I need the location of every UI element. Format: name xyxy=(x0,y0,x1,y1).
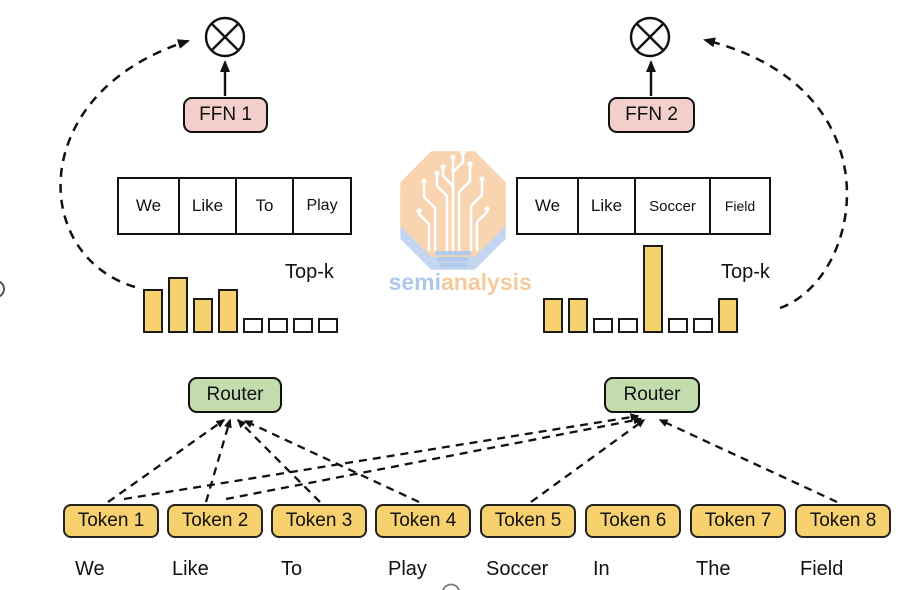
logo-circuit-tree xyxy=(417,153,489,252)
gate-weight-bar xyxy=(193,298,213,333)
watermark-analysis-text: analysis xyxy=(441,269,532,295)
token-word-4: Play xyxy=(388,558,427,580)
token-word-1: We xyxy=(75,558,105,580)
right-topk-label: Top-k xyxy=(721,261,770,283)
gate-weight-bar xyxy=(668,318,688,333)
ffn1-expert-box: FFN 1 xyxy=(183,97,268,133)
gate-weight-bar xyxy=(618,318,638,333)
token-word-6: In xyxy=(593,558,610,580)
link-token3-left-router xyxy=(236,418,321,503)
gate-weight-bar xyxy=(143,289,163,333)
context-word-cell: Play xyxy=(306,197,338,214)
logo-bulb-base xyxy=(435,251,471,268)
token-box-2: Token 2 xyxy=(167,504,263,538)
context-word-cell: We xyxy=(119,179,180,233)
token-box-4: Token 4 xyxy=(375,504,471,538)
ffn2-expert-box: FFN 2 xyxy=(608,97,695,133)
token-box-7: Token 7 xyxy=(690,504,786,538)
link-token8-right-router xyxy=(658,418,838,504)
token-box-3: Token 3 xyxy=(271,504,367,538)
token-word-7: The xyxy=(696,558,731,580)
logo-octagon xyxy=(400,151,506,257)
gate-weight-bar xyxy=(268,318,288,333)
token-box-8: Token 8 xyxy=(795,504,891,538)
right-multiply-icon xyxy=(629,16,671,58)
gate-weight-bar xyxy=(643,245,663,333)
gate-weight-bar xyxy=(293,318,313,333)
token-box-1: Token 1 xyxy=(63,504,159,538)
context-word-cell: Like xyxy=(579,179,636,233)
left-topk-label: Top-k xyxy=(285,261,334,283)
gate-weight-bar xyxy=(718,298,738,333)
gate-weight-bar xyxy=(693,318,713,333)
token-router-links xyxy=(107,413,838,504)
link-token2-right-router xyxy=(225,416,643,501)
gate-weight-bar xyxy=(168,277,188,333)
context-word-cell: Like xyxy=(180,179,237,233)
logo-octagon-shadow xyxy=(400,164,506,270)
semianalysis-watermark-logo: semi analysis xyxy=(389,149,532,295)
link-token4-left-router xyxy=(243,419,420,504)
watermark-semi-text: semi xyxy=(389,269,441,295)
link-token1-right-router xyxy=(123,413,640,501)
link-token2-left-router xyxy=(204,418,232,503)
left-gate-weight-chart xyxy=(143,245,338,333)
right-router-box: Router xyxy=(604,377,700,413)
gate-weight-bar xyxy=(568,298,588,333)
token-word-2: Like xyxy=(172,558,209,580)
link-token1-left-router xyxy=(107,419,226,503)
logo-tree-nodes xyxy=(416,149,490,214)
token-word-3: To xyxy=(281,558,303,580)
left-edge-clipped-circle xyxy=(0,280,5,298)
token-word-8: Field xyxy=(800,558,844,580)
gate-weight-bar xyxy=(543,298,563,333)
left-router-box: Router xyxy=(188,377,282,413)
token-box-5: Token 5 xyxy=(480,504,576,538)
token-box-6: Token 6 xyxy=(585,504,681,538)
context-word-cell: Soccer xyxy=(636,179,711,233)
gate-weight-bar xyxy=(243,318,263,333)
gate-weight-bar xyxy=(218,289,238,333)
gate-weight-bar xyxy=(318,318,338,333)
link-token5-right-router xyxy=(530,419,646,503)
context-word-cell: We xyxy=(518,179,579,233)
context-word-cell: To xyxy=(237,179,294,233)
bottom-clipped-circle xyxy=(442,583,460,590)
right-gate-weight-chart xyxy=(543,245,738,333)
left-multiply-icon xyxy=(204,16,246,58)
gate-weight-bar xyxy=(593,318,613,333)
token-word-5: Soccer xyxy=(486,558,549,580)
context-word-cell: Field xyxy=(724,198,756,214)
